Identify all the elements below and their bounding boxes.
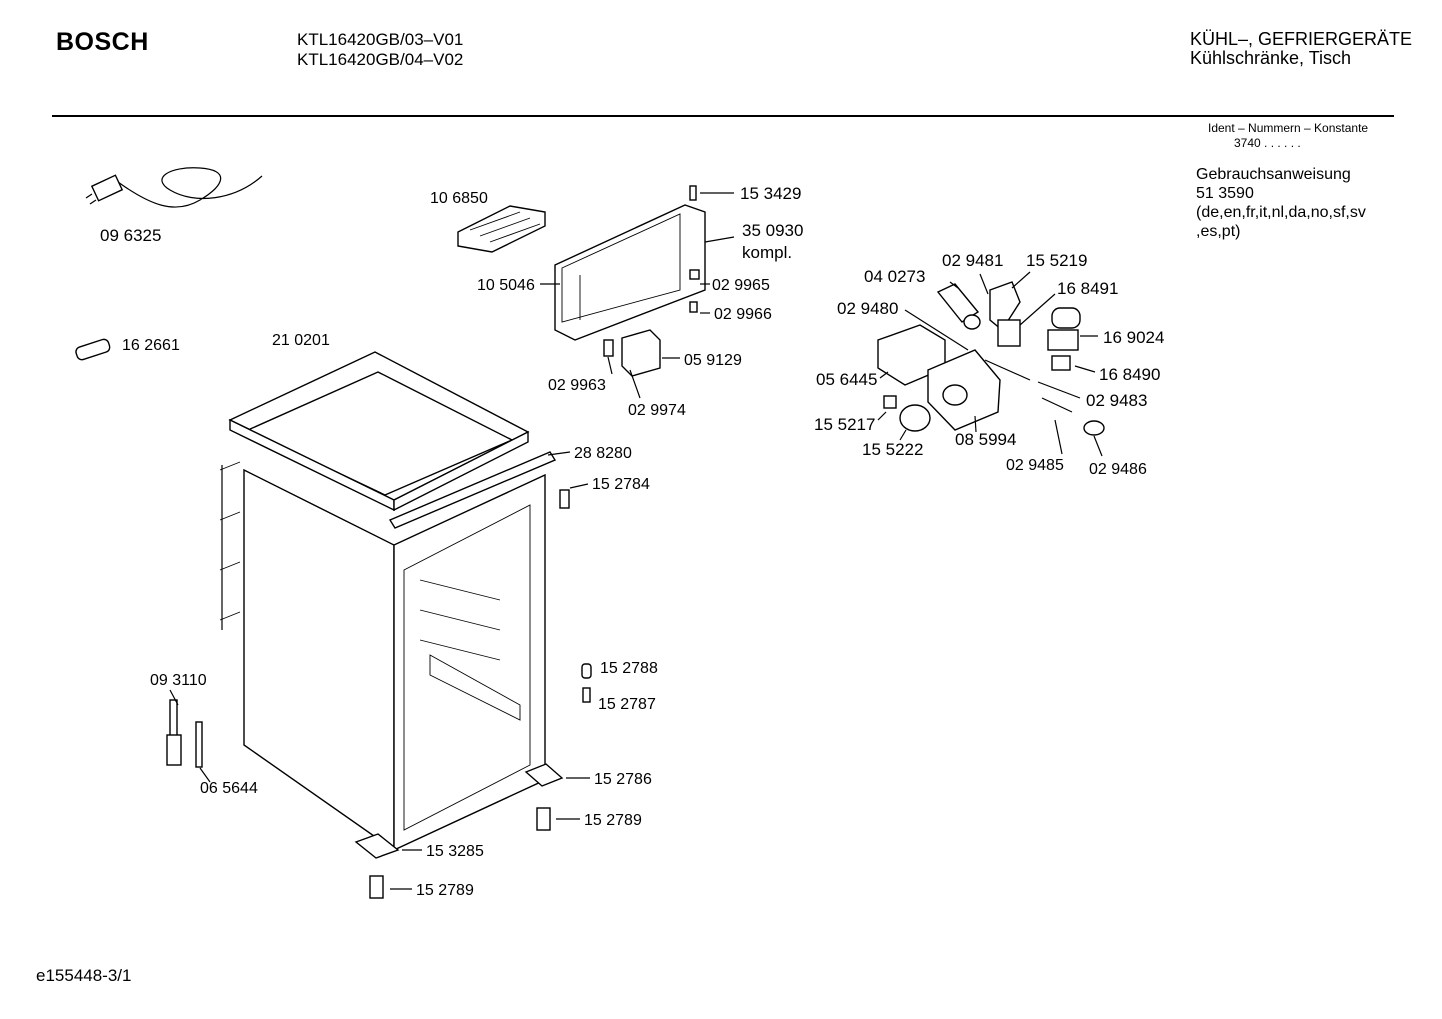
part-label: 06 5644 [200,780,258,797]
category-line: KÜHL–, GEFRIERGERÄTE [1189,29,1412,49]
part-label: 15 2789 [584,812,642,829]
part-label: 02 9966 [714,306,772,323]
part-label: 04 0273 [864,267,925,286]
model-list: KTL16420GB/03–V01 KTL16420GB/04–V02 [297,30,463,70]
ice-tray-drawing [457,205,546,253]
part-label: 02 9481 [942,251,1003,270]
ident-title: Ident – Nummern – Konstante [1208,121,1369,135]
header-divider [52,115,1394,117]
cabinet-drawing [219,351,557,852]
part-label: 02 9483 [1086,391,1147,410]
part-label: 05 6445 [816,370,877,389]
part-label: 21 0201 [272,332,330,349]
category-line: Kühlschränke, Tisch [1189,48,1352,68]
part-labels: 09 6325 16 2661 21 0201 10 6850 15 3429 … [100,184,1164,899]
part-label: 16 8490 [1099,365,1160,384]
part-label: 15 5217 [814,415,875,434]
part-label: kompl. [742,243,792,262]
part-label: 10 5046 [477,277,535,294]
part-label: 02 9974 [628,402,686,419]
part-label: 02 9963 [548,377,606,394]
freezer-door-drawing [554,185,706,341]
part-label: 16 9024 [1103,328,1164,347]
part-label: 15 2786 [594,771,652,788]
document-code: e155448-3/1 [36,966,132,985]
category-title: KÜHL–, GEFRIERGERÄTE Kühlschränke, Tisch [1190,30,1412,68]
model-number: KTL16420GB/04–V02 [297,50,464,69]
manual-number: 51 3590 [1196,185,1254,202]
part-label: 28 8280 [574,445,632,462]
part-label: 02 9485 [1006,457,1064,474]
power-cord-drawing [85,167,263,208]
part-label: 35 0930 [742,221,803,240]
part-label: 05 9129 [684,352,742,369]
manual-block: Gebrauchsanweisung 51 3590 (de,en,fr,it,… [1196,165,1366,241]
small-parts-drawing [166,489,592,899]
model-number: KTL16420GB/03–V01 [297,30,464,49]
hinge-drawing [603,329,661,377]
brand-logo: BOSCH [56,28,149,56]
part-label: 15 3429 [740,184,801,203]
part-label: 15 2788 [600,660,658,677]
ident-value: 3740 . . . . . . [1234,136,1301,150]
part-label: 15 5219 [1026,251,1087,270]
part-label: 02 9965 [712,277,770,294]
part-label: 10 6850 [430,190,488,207]
leader-lines [169,192,1103,890]
part-label: 02 9480 [837,299,898,318]
manual-languages: ,es,pt) [1196,223,1241,240]
part-label: 16 2661 [122,337,180,354]
part-label: 15 3285 [426,843,484,860]
thermostat-assembly-drawing [877,281,1105,436]
part-label: 15 2784 [592,476,650,493]
manual-title: Gebrauchsanweisung [1196,166,1351,183]
part-label: 16 8491 [1057,279,1118,298]
fuse-drawing [75,338,111,361]
part-label: 02 9486 [1089,461,1147,478]
part-label: 15 2789 [416,882,474,899]
ident-block: Ident – Nummern – Konstante 3740 . . . .… [1208,121,1368,151]
part-label: 15 2787 [598,696,656,713]
part-label: 09 3110 [150,672,207,689]
part-label: 09 6325 [100,226,161,245]
manual-languages: (de,en,fr,it,nl,da,no,sf,sv [1196,204,1366,221]
part-label: 15 5222 [862,440,923,459]
part-label: 08 5994 [955,430,1016,449]
